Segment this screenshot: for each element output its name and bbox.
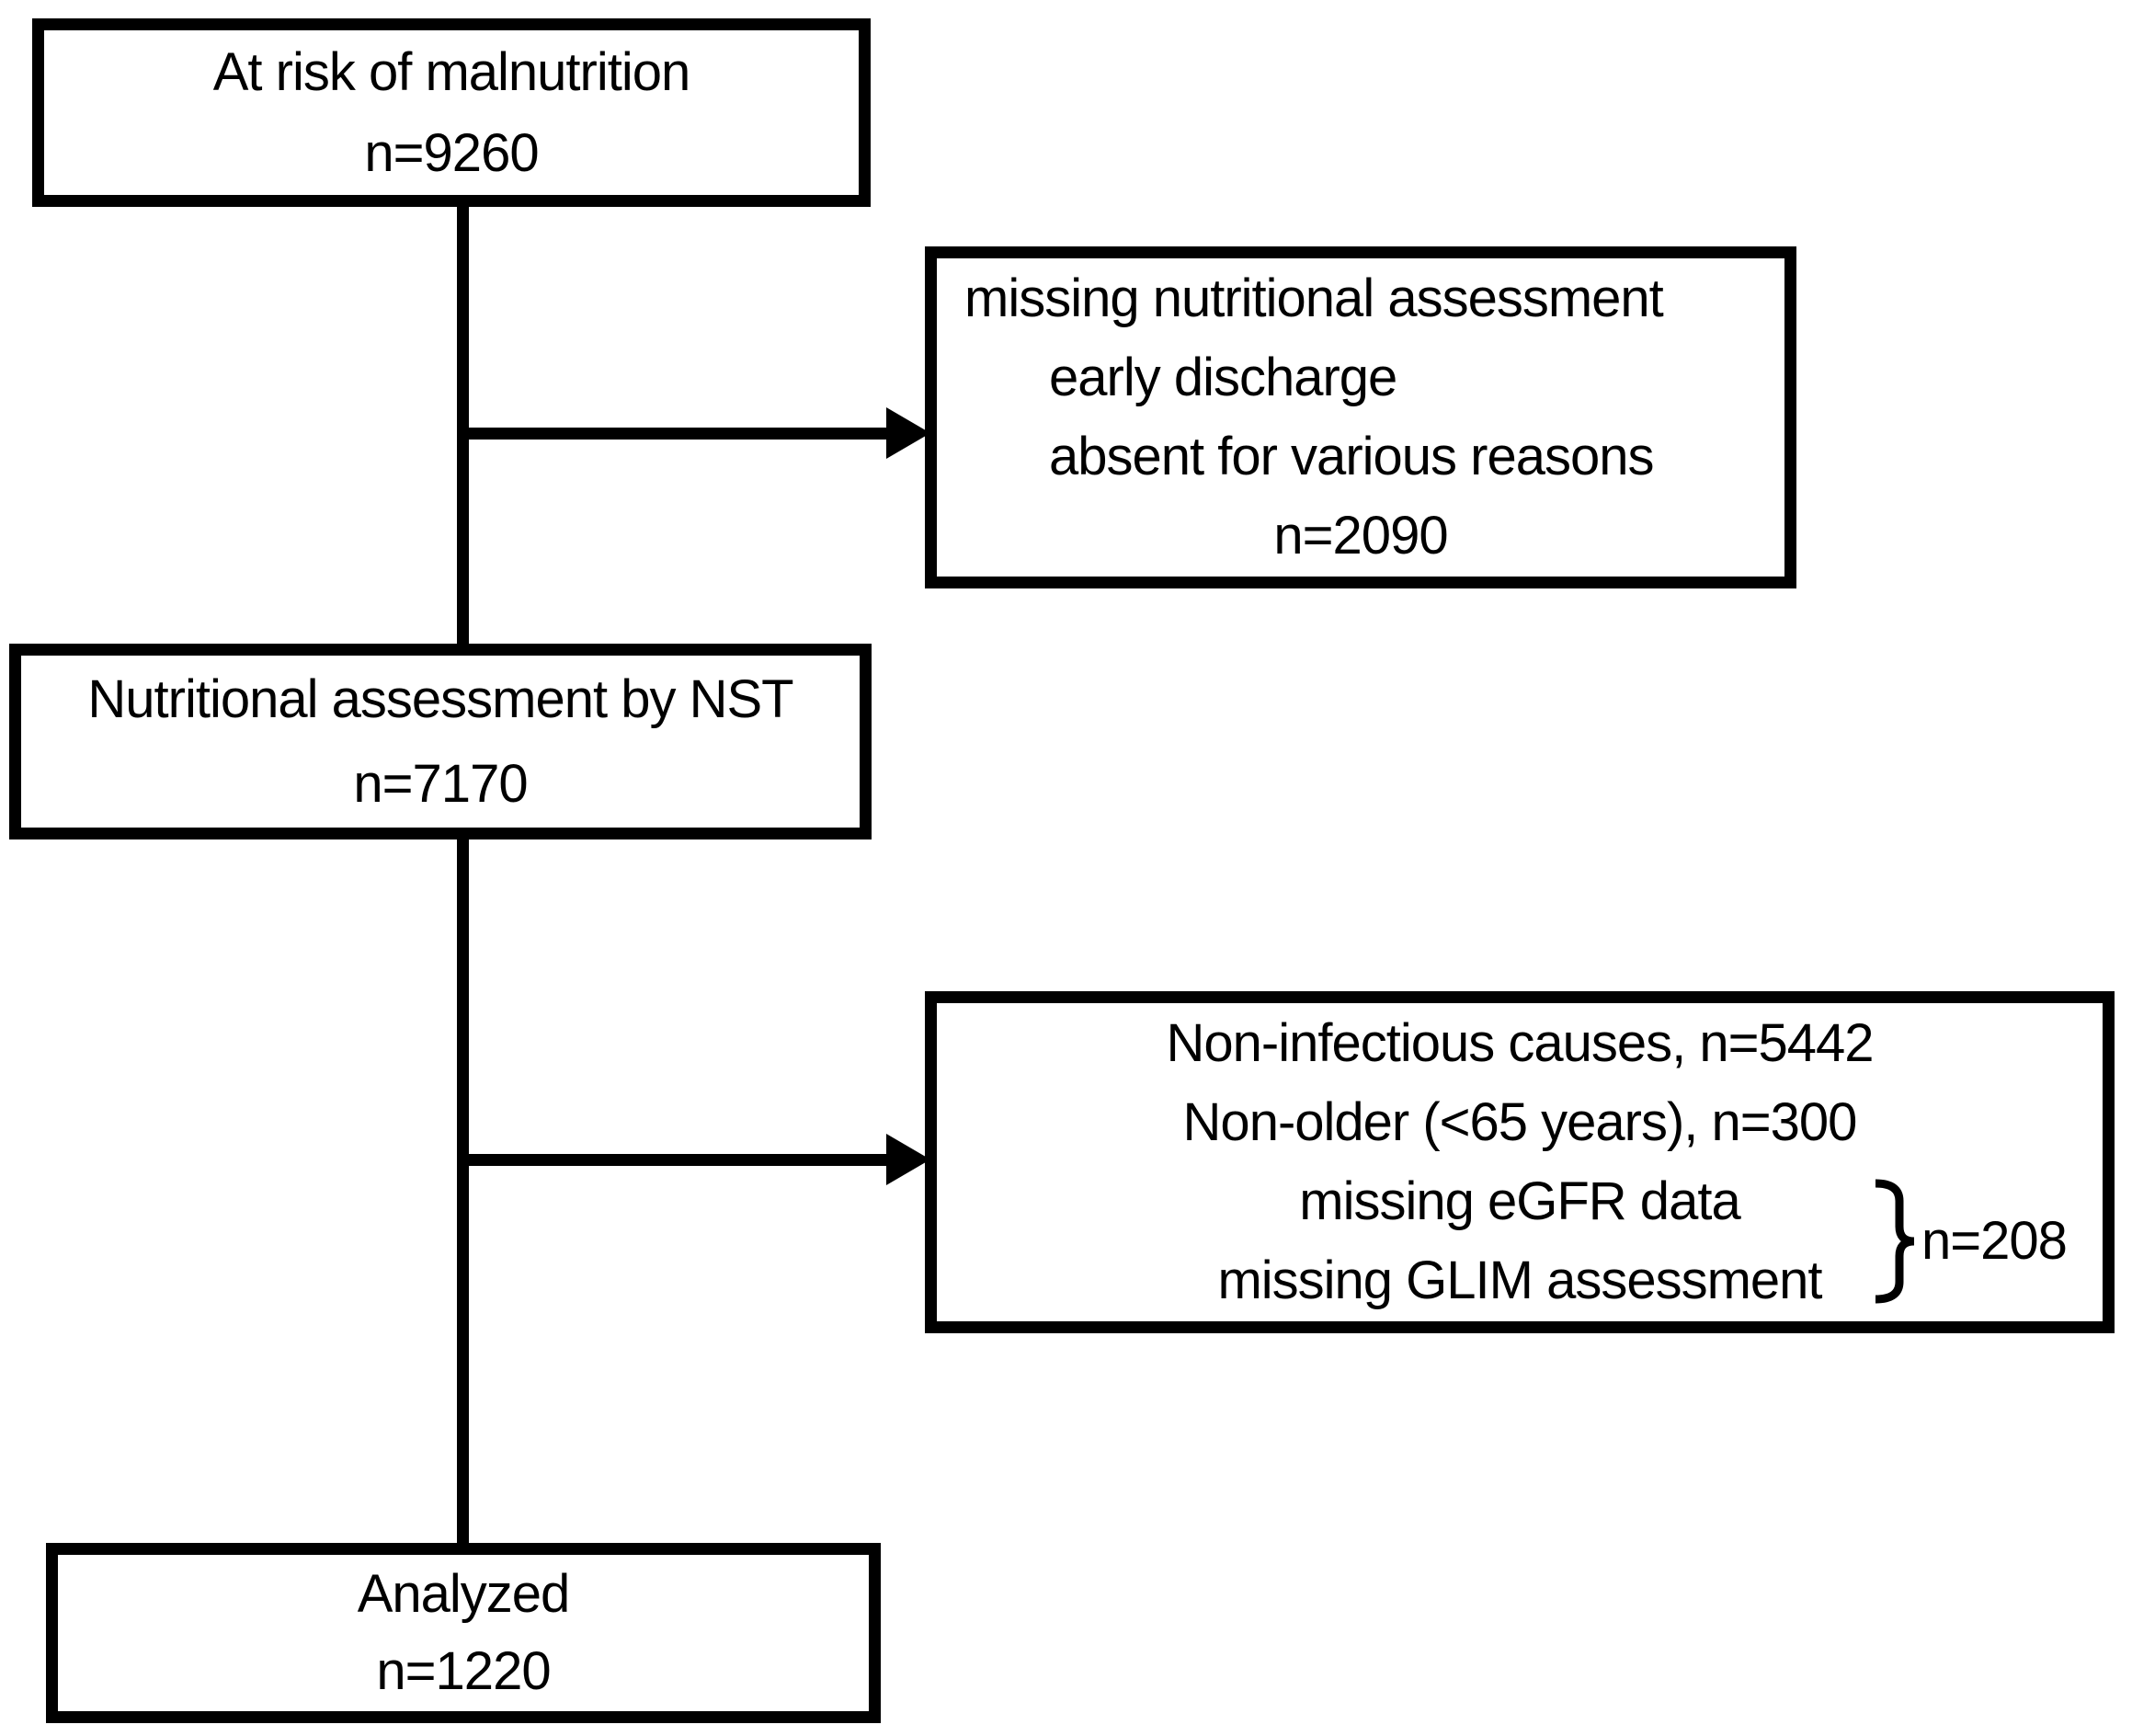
box-exclusions: Non-infectious causes, n=5442 Non-older … — [925, 991, 2115, 1333]
exclusions-reason-1: Non-infectious causes, n=5442 — [1166, 1013, 1874, 1073]
missing-assessment-reason-2: absent for various reasons — [1049, 427, 1654, 486]
missing-assessment-header: missing nutritional assessment — [964, 268, 1664, 328]
exclusion-arrow-bottom-shaft — [463, 1154, 888, 1166]
connector-vertical-top — [457, 207, 469, 645]
exclusion-arrow-top-shaft — [463, 428, 888, 440]
box-missing-assessment: missing nutritional assessment early dis… — [925, 246, 1796, 588]
exclusions-reason-2: Non-older (<65 years), n=300 — [1182, 1092, 1858, 1152]
nst-assessment-title: Nutritional assessment by NST — [87, 668, 793, 729]
exclusions-reason-4: missing GLIM assessment — [1217, 1251, 1822, 1310]
missing-assessment-reason-1: early discharge — [1049, 348, 1397, 407]
analyzed-count: n=1220 — [376, 1641, 551, 1701]
box-at-risk: At risk of malnutrition n=9260 — [32, 18, 871, 207]
box-nst-assessment: Nutritional assessment by NST n=7170 — [9, 644, 872, 839]
connector-vertical-bottom — [457, 838, 469, 1545]
exclusion-arrow-bottom-head — [886, 1134, 930, 1185]
at-risk-title: At risk of malnutrition — [212, 41, 691, 102]
box-analyzed: Analyzed n=1220 — [46, 1543, 881, 1723]
exclusions-reason-3: missing eGFR data — [1299, 1171, 1740, 1231]
curly-brace-icon — [1875, 1179, 1915, 1304]
nst-assessment-count: n=7170 — [353, 753, 528, 814]
at-risk-count: n=9260 — [364, 122, 539, 183]
exclusion-arrow-top-head — [886, 407, 930, 459]
exclusions-brace-count: n=208 — [1921, 1211, 2068, 1271]
missing-assessment-count: n=2090 — [1273, 506, 1448, 565]
analyzed-title: Analyzed — [357, 1564, 571, 1624]
